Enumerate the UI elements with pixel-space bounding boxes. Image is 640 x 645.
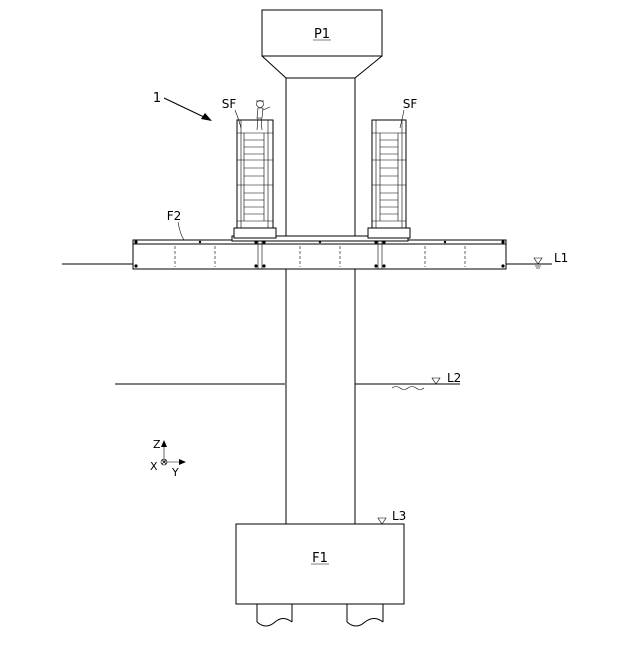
label-sf-left: SF (222, 97, 237, 111)
pier-cap-p1 (262, 10, 382, 78)
level-markers (378, 258, 542, 524)
axis-z-label: Z (153, 438, 161, 451)
label-l2: L2 (447, 371, 461, 385)
float-f2 (133, 236, 506, 269)
label-f2: F2 (167, 209, 182, 223)
slip-form-right (368, 120, 410, 238)
label-reference-1: 1 (153, 91, 161, 106)
coordinate-axes (161, 440, 186, 465)
axis-x-label: X (150, 460, 158, 473)
axis-y-label: Y (171, 466, 179, 479)
slip-form-left (234, 120, 276, 238)
pier-column (286, 78, 355, 524)
leader-lines (164, 98, 404, 240)
label-sf-right: SF (403, 97, 418, 111)
label-l3: L3 (392, 509, 406, 523)
piles (257, 604, 383, 626)
seabed-line-l2 (115, 384, 460, 390)
label-l1: L1 (554, 251, 568, 265)
